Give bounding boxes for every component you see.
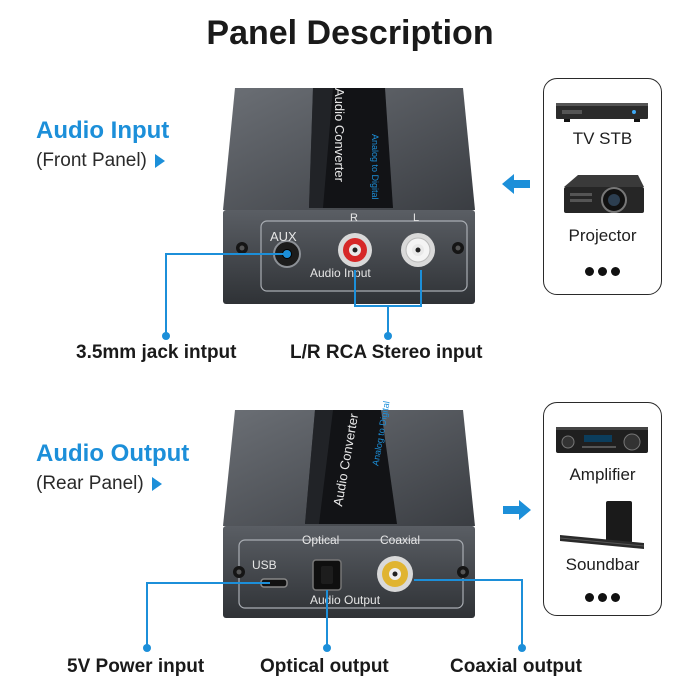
front-panel-label: (Front Panel) (36, 150, 147, 171)
l-channel-label: L (413, 212, 420, 224)
play-triangle-icon (151, 477, 162, 491)
aux-port-label: AUX (270, 229, 297, 244)
soundbar-label: Soundbar (565, 555, 640, 574)
front-panel-subheading: (Front Panel) (36, 150, 165, 172)
tv-stb-icon (556, 103, 648, 122)
usb-port-label: USB (252, 558, 277, 572)
tv-stb-label: TV STB (572, 129, 633, 148)
optical-output-caption: Optical output (260, 656, 389, 677)
rear-panel-subheading: (Rear Panel) (36, 473, 162, 495)
rca-input-caption: L/R RCA Stereo input (290, 342, 483, 363)
more-sources-icon (544, 265, 661, 279)
jack-input-caption: 3.5mm jack intput (76, 342, 237, 363)
coaxial-port-label: Coaxial (380, 533, 421, 547)
play-triangle-icon (154, 154, 165, 168)
amplifier-icon (556, 427, 648, 453)
projector-label: Projector (568, 226, 637, 245)
page-title: Panel Description (206, 14, 494, 52)
audio-output-heading: Audio Output (36, 440, 190, 467)
amplifier-label: Amplifier (569, 465, 636, 484)
rear-panel-label: (Rear Panel) (36, 473, 144, 494)
power-input-caption: 5V Power input (67, 656, 205, 677)
r-channel-label: R (350, 212, 358, 224)
arrow-right-icon (503, 500, 531, 520)
arrow-left-icon (502, 174, 530, 194)
input-converter-device (223, 88, 475, 304)
optical-port-label: Optical (302, 533, 340, 547)
coaxial-output-caption: Coaxial output (450, 656, 582, 677)
output-targets-card: Amplifier Soundbar (543, 402, 662, 616)
soundbar-icon (559, 501, 645, 549)
input-sources-card: TV STB Projector (543, 78, 662, 295)
more-targets-icon (544, 591, 661, 605)
output-converter-device (223, 410, 475, 618)
audio-input-heading: Audio Input (36, 117, 170, 144)
projector-icon (564, 175, 644, 213)
